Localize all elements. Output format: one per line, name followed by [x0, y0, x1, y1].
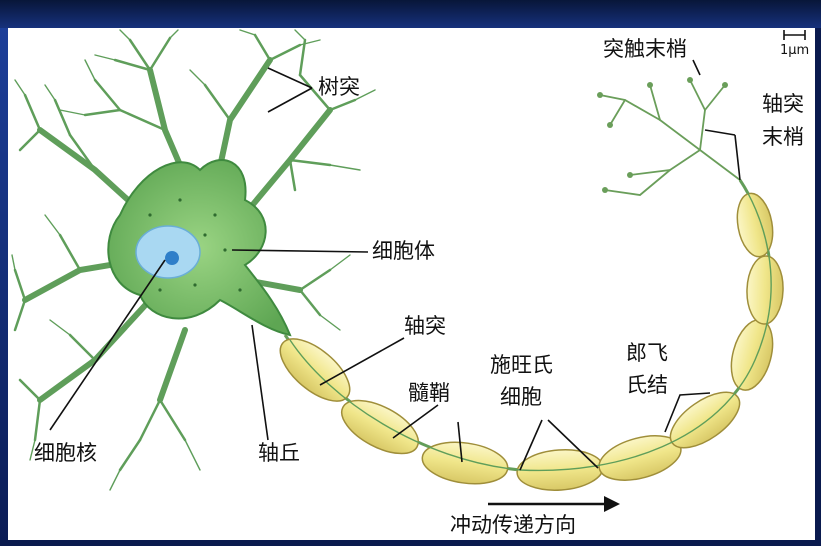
label-impulse-direction: 冲动传递方向 [450, 513, 576, 537]
label-axon: 轴突 [404, 314, 446, 338]
label-node-of-ranvier-line2: 氏结 [626, 373, 668, 397]
label-dendrite: 树突 [318, 75, 360, 99]
label-axon-hillock: 轴丘 [258, 441, 300, 465]
label-synaptic-terminal: 突触末梢 [603, 37, 687, 61]
nucleus [136, 226, 200, 278]
label-axon-terminal-line1: 轴突 [762, 92, 804, 116]
label-scale: 1μm [780, 43, 809, 58]
label-schwann-cell-line1: 施旺氏 [490, 353, 553, 377]
label-axon-terminal-line2: 末梢 [762, 125, 804, 149]
label-node-of-ranvier-line1: 郎飞 [626, 341, 668, 365]
label-nucleus: 细胞核 [34, 441, 97, 465]
label-cell-body: 细胞体 [372, 239, 435, 263]
label-schwann-cell-line2: 细胞 [500, 385, 542, 409]
nucleolus [165, 251, 179, 265]
label-myelin-sheath: 髓鞘 [408, 381, 450, 405]
